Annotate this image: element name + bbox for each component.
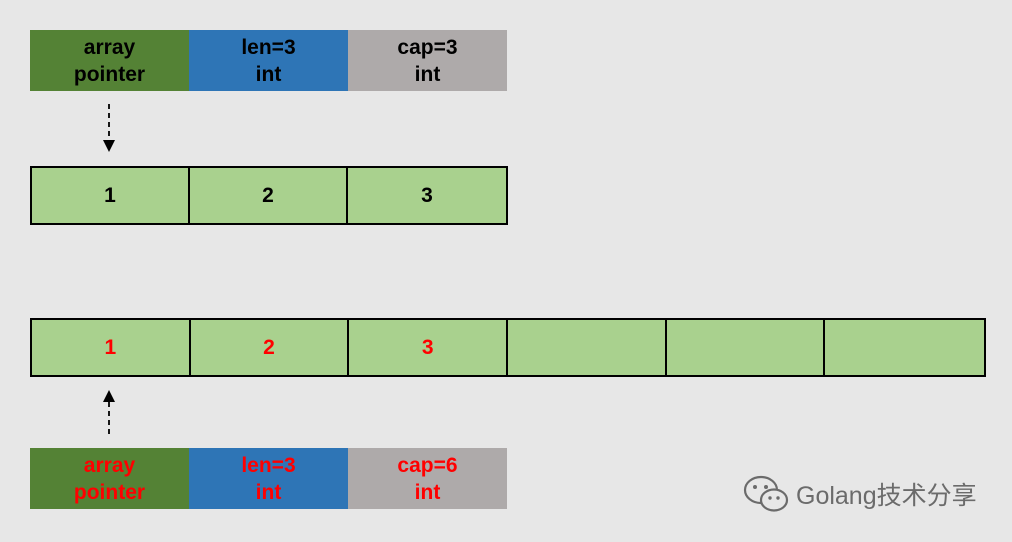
top-slice-header: array pointer len=3 int cap=3 int	[30, 30, 507, 91]
watermark-text: Golang技术分享	[796, 482, 977, 510]
top-len-label-1: len=3	[241, 35, 296, 59]
pointer-arrow-up	[103, 390, 115, 438]
wechat-icon	[743, 475, 789, 512]
bottom-underlying-array: 1 2 3	[30, 318, 986, 377]
top-pointer-label-1: array	[83, 35, 136, 59]
top-pointer-label-2: pointer	[73, 62, 146, 86]
pointer-arrow-down	[103, 104, 115, 152]
bottom-array-element: 3	[349, 320, 509, 375]
bottom-array-element: 1	[32, 320, 191, 375]
top-cap-label-2: int	[414, 62, 441, 86]
bottom-array-element	[508, 320, 667, 375]
watermark: Golang技术分享	[742, 474, 977, 514]
top-cap-cell: cap=3 int	[348, 30, 507, 91]
bottom-array-element	[667, 320, 826, 375]
bottom-len-cell: len=3 int	[189, 448, 348, 509]
bottom-pointer-label-1: array	[83, 453, 136, 477]
bottom-cap-label-2: int	[414, 480, 441, 504]
bottom-slice-header: array pointer len=3 int cap=6 int	[30, 448, 507, 509]
top-pointer-cell: array pointer	[30, 30, 189, 91]
top-array-element: 1	[32, 168, 190, 223]
bottom-cap-cell: cap=6 int	[348, 448, 507, 509]
top-cap-label-1: cap=3	[397, 35, 458, 59]
bottom-pointer-label-2: pointer	[73, 480, 146, 504]
top-array-element: 3	[421, 183, 433, 207]
top-array-element: 2	[190, 168, 348, 223]
bottom-array-element: 2	[191, 320, 350, 375]
bottom-pointer-cell: array pointer	[30, 448, 189, 509]
bottom-cap-label-1: cap=6	[397, 453, 458, 477]
bottom-len-label-2: int	[255, 480, 282, 504]
top-len-cell: len=3 int	[189, 30, 348, 91]
bottom-len-label-1: len=3	[241, 453, 296, 477]
bottom-array-element	[825, 320, 984, 375]
top-len-label-2: int	[255, 62, 282, 86]
top-underlying-array: 1 2 3	[30, 166, 508, 225]
